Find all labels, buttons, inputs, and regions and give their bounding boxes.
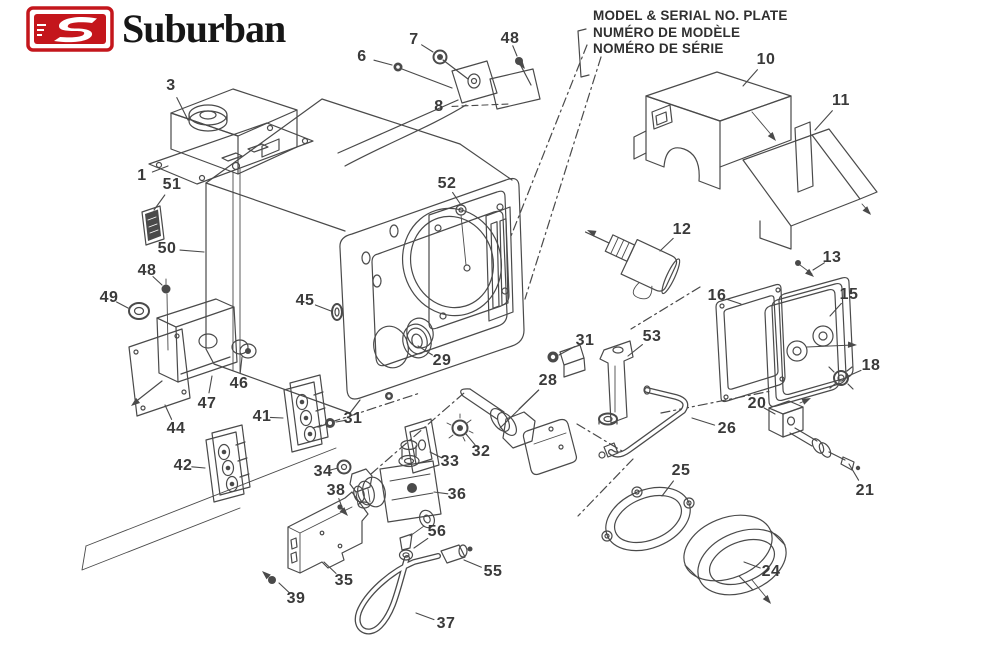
part-55-fitting [440,544,473,564]
leader-line-31 [558,346,576,356]
part-41-terminal-block [283,374,329,453]
leader-line-42 [191,466,206,469]
leader-line-25 [661,480,674,497]
leader-line-48 [152,276,163,286]
part-35-bracket [287,491,369,574]
brand-name: Suburban [122,6,286,51]
part-11-bracket [742,121,878,250]
leader-line-38 [338,498,344,511]
leader-line-33 [429,451,443,459]
leader-line-49 [116,301,129,309]
part-48-screw-left [161,278,171,351]
part-33-plate [404,418,440,474]
part-20-block [768,398,810,438]
note-line-2: NUMÉRO DE MODÈLE [593,24,741,40]
leader-line-12 [659,237,674,252]
leader-line-16 [726,298,742,305]
leader-line-39 [278,582,290,594]
model-serial-note: MODEL & SERIAL NO. PLATE NUMÉRO DE MODÈL… [593,8,863,58]
leader-line-48 [512,45,518,57]
leader-line-24 [743,561,761,569]
bottom-mounting-panel [81,447,337,571]
part-1-mounting-plate [148,122,314,373]
leader-line-46 [239,356,243,374]
part-49-grommet [128,302,150,320]
leader-line-8 [451,103,510,107]
leader-line-29 [417,345,433,356]
leader-line-11 [814,110,833,131]
part-24-burner-pan [683,514,787,603]
leader-line-10 [742,69,758,87]
leader-line-51 [153,194,166,211]
leader-line-21 [848,463,860,481]
front-panel-details [361,190,514,400]
leader-line-6 [373,59,393,66]
part-42-terminal-block [205,424,251,503]
part-7-nut [432,49,448,65]
arrowheads [131,59,871,604]
part-25-gasket-ring [601,486,695,552]
part-45-grommet [331,303,343,321]
leader-line-56 [413,537,429,549]
part-56-orifice [398,525,425,561]
part-12-electrode [584,231,681,300]
note-bracket-icon [577,28,590,78]
part-31-grommet-left [325,418,335,428]
leader-line-7 [421,44,434,53]
leader-line-55 [463,559,482,568]
part-29-burner-flange [373,323,432,369]
leader-line-44 [164,404,173,420]
note-line-3: NOMÉRO DE SÉRIE [593,41,724,56]
leader-line-26 [691,417,716,426]
part-18-wing-nut [828,366,854,390]
leader-line-28 [499,389,540,429]
leader-line-53 [627,344,643,357]
alignment-lines [312,44,772,517]
part-6-nut [393,62,403,72]
part-10-cover [633,71,792,190]
leader-line-18 [845,369,862,378]
part-31-grommet-right [547,351,559,363]
part-15-access-plate [764,276,854,408]
leader-line-20 [763,407,776,415]
part-47-control-bracket [156,298,238,383]
part-34-fitting [336,459,373,509]
leader-line-47 [208,375,213,394]
leader-line-13 [812,262,825,271]
part-51-label-sticker [141,205,165,246]
leader-line-31 [335,419,347,423]
part-53-bracket [559,340,634,426]
leader-line-37 [415,612,435,621]
suburban-logo-icon [26,6,114,52]
part-26-gas-supply-tube [598,385,689,459]
brand-header: Suburban [26,5,286,53]
leader-line-15 [829,302,842,317]
leader-line-34 [328,467,339,471]
part-46-knob [231,339,257,359]
note-line-1: MODEL & SERIAL NO. PLATE [593,8,788,23]
leader-line-1 [151,165,169,173]
leader-line-36 [433,491,449,495]
part-16-gasket [715,283,786,403]
leader-line-32 [465,433,476,446]
part-28-heating-element [460,388,578,476]
part-50-jacket [205,98,525,414]
part-32-fitting [446,413,474,442]
leader-line-3 [176,97,189,121]
part-21-valve-stem [789,427,861,471]
part-44-panel [128,328,191,417]
leader-lines [116,44,862,621]
leader-line-41 [269,416,284,419]
leader-line-50 [179,249,205,253]
leader-line-35 [323,561,337,574]
leader-line-45 [314,304,332,312]
leader-line-52 [452,191,462,206]
part-8-bracket [337,59,541,167]
part-37-tube-loop [354,553,441,635]
